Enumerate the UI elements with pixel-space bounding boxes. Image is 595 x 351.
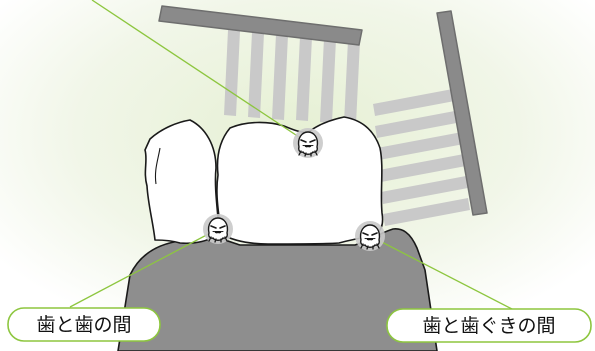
pointer-line	[91, 0, 309, 144]
label-between-teeth-and-gums: 歯と歯ぐきの間	[386, 308, 592, 343]
toothbrush-icon	[373, 10, 488, 226]
pointer-line	[69, 229, 217, 308]
label-between-teeth-and-gums-text: 歯と歯ぐきの間	[422, 315, 555, 337]
label-between-teeth-text: 歯と歯の間	[36, 314, 131, 336]
tooth-left	[144, 119, 220, 245]
toothbrush-icon	[158, 5, 363, 124]
label-between-teeth: 歯と歯の間	[7, 307, 161, 342]
pointer-line	[369, 235, 513, 310]
germ-icon	[202, 213, 234, 245]
germ-icon	[354, 220, 386, 252]
gum	[117, 228, 438, 351]
germ-icon	[292, 127, 324, 159]
